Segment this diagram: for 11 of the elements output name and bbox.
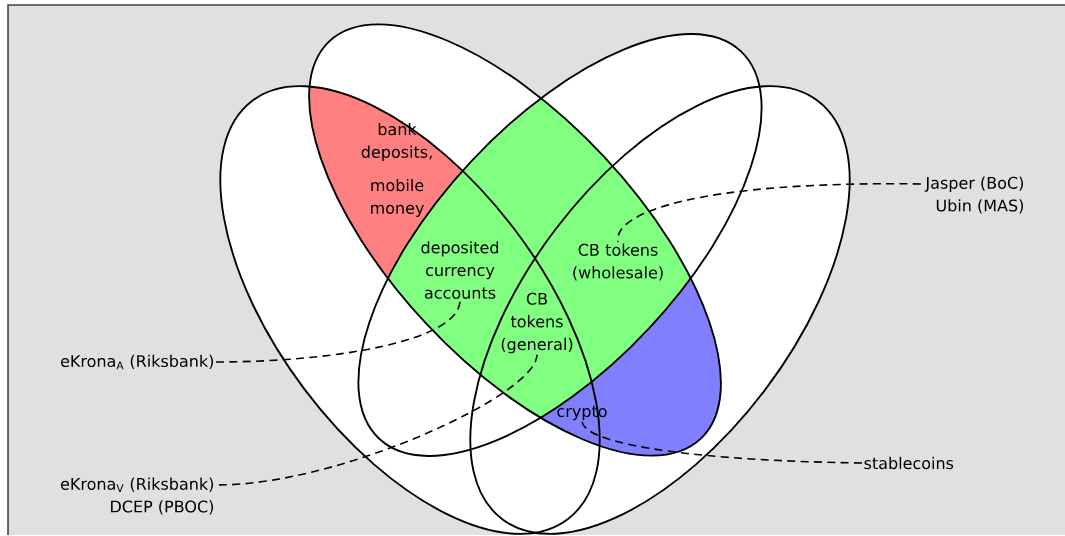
leader-line (617, 183, 922, 243)
callout-text: stablecoins (864, 456, 954, 470)
leader-line (215, 299, 461, 363)
callout-text: eKrona$_{V}$ (Riksbank) DCEP (PBOC) (60, 477, 214, 515)
region-label: CB tokens (general) (501, 292, 573, 354)
callout-text: eKrona$_{A}$ (Riksbank) (60, 354, 214, 370)
leader-line (581, 421, 863, 464)
region-label: deposited currency accounts (421, 241, 499, 299)
callout-text: Jasper (BoC) Ubin (MAS) (924, 176, 1023, 214)
leader-line (218, 354, 538, 486)
region-label: CB tokens (wholesale) (573, 243, 663, 281)
